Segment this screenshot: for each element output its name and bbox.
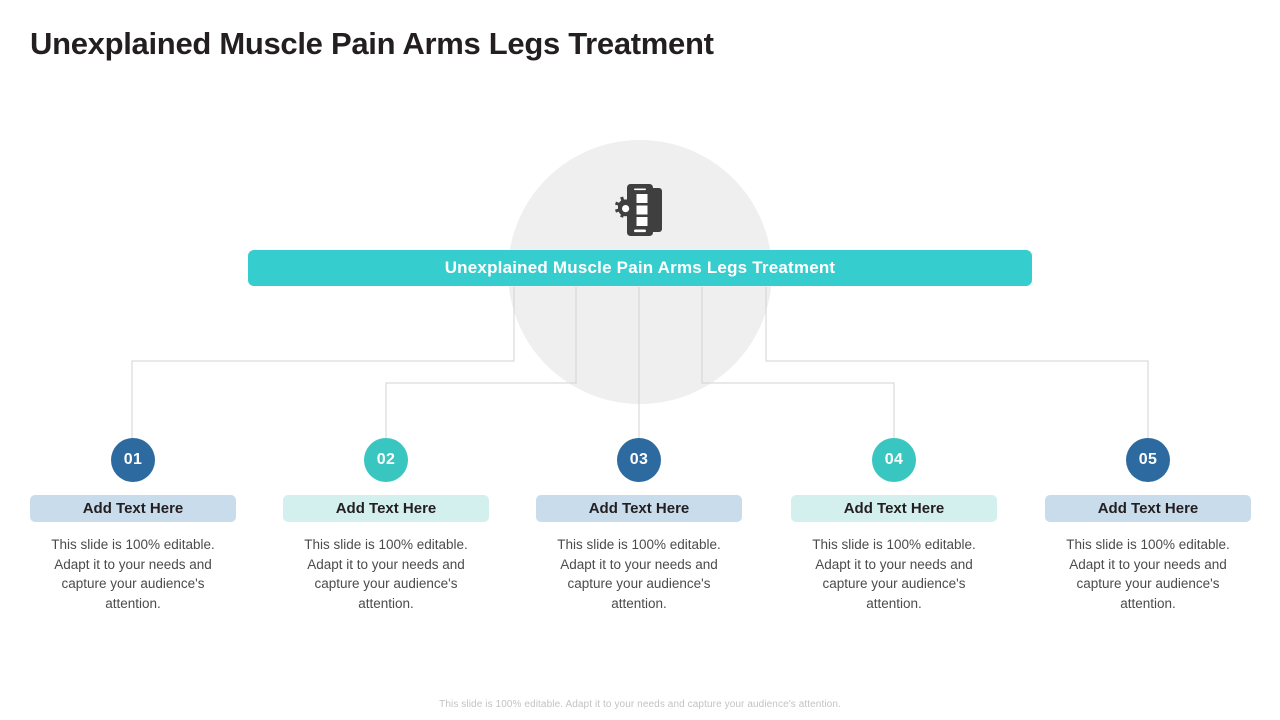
item-04-title: Add Text Here [843, 500, 945, 517]
item-02-title: Add Text Here [335, 500, 437, 517]
item-05-number: 05 [1138, 451, 1158, 468]
item-02-title-chip[interactable]: Add Text Here [283, 495, 489, 522]
item-02-body: This slide is 100% editable. Adapt it to… [304, 537, 468, 611]
item-04[interactable]: 04 Add Text Here This slide is 100% edit… [779, 438, 1009, 613]
item-05-number-badge: 05 [1126, 438, 1170, 482]
item-04-number: 04 [884, 451, 904, 468]
item-04-body: This slide is 100% editable. Adapt it to… [812, 537, 976, 611]
item-03-title: Add Text Here [588, 500, 690, 517]
item-02[interactable]: 02 Add Text Here This slide is 100% edit… [271, 438, 501, 613]
footer-note: This slide is 100% editable. Adapt it to… [439, 699, 841, 710]
main-banner[interactable]: Unexplained Muscle Pain Arms Legs Treatm… [248, 250, 1032, 286]
item-01-body: This slide is 100% editable. Adapt it to… [51, 537, 215, 611]
item-01-number: 01 [123, 451, 143, 468]
item-01-title-chip[interactable]: Add Text Here [30, 495, 236, 522]
item-02-number-badge: 02 [364, 438, 408, 482]
mobile-device-gear-icon [610, 182, 670, 240]
item-05-body: This slide is 100% editable. Adapt it to… [1066, 537, 1230, 611]
item-03-number: 03 [629, 451, 649, 468]
item-05-title: Add Text Here [1097, 500, 1199, 517]
item-02-number: 02 [376, 451, 396, 468]
item-03[interactable]: 03 Add Text Here This slide is 100% edit… [524, 438, 754, 613]
page-title: Unexplained Muscle Pain Arms Legs Treatm… [30, 26, 714, 61]
main-banner-label: Unexplained Muscle Pain Arms Legs Treatm… [444, 258, 836, 277]
item-03-body: This slide is 100% editable. Adapt it to… [557, 537, 721, 611]
item-04-title-chip[interactable]: Add Text Here [791, 495, 997, 522]
item-05-title-chip[interactable]: Add Text Here [1045, 495, 1251, 522]
items-row: 01 Add Text Here This slide is 100% edit… [0, 438, 1280, 648]
item-01-number-badge: 01 [111, 438, 155, 482]
item-05[interactable]: 05 Add Text Here This slide is 100% edit… [1033, 438, 1263, 613]
item-03-title-chip[interactable]: Add Text Here [536, 495, 742, 522]
item-01-title: Add Text Here [82, 500, 184, 517]
item-03-number-badge: 03 [617, 438, 661, 482]
item-04-number-badge: 04 [872, 438, 916, 482]
item-01[interactable]: 01 Add Text Here This slide is 100% edit… [18, 438, 248, 613]
